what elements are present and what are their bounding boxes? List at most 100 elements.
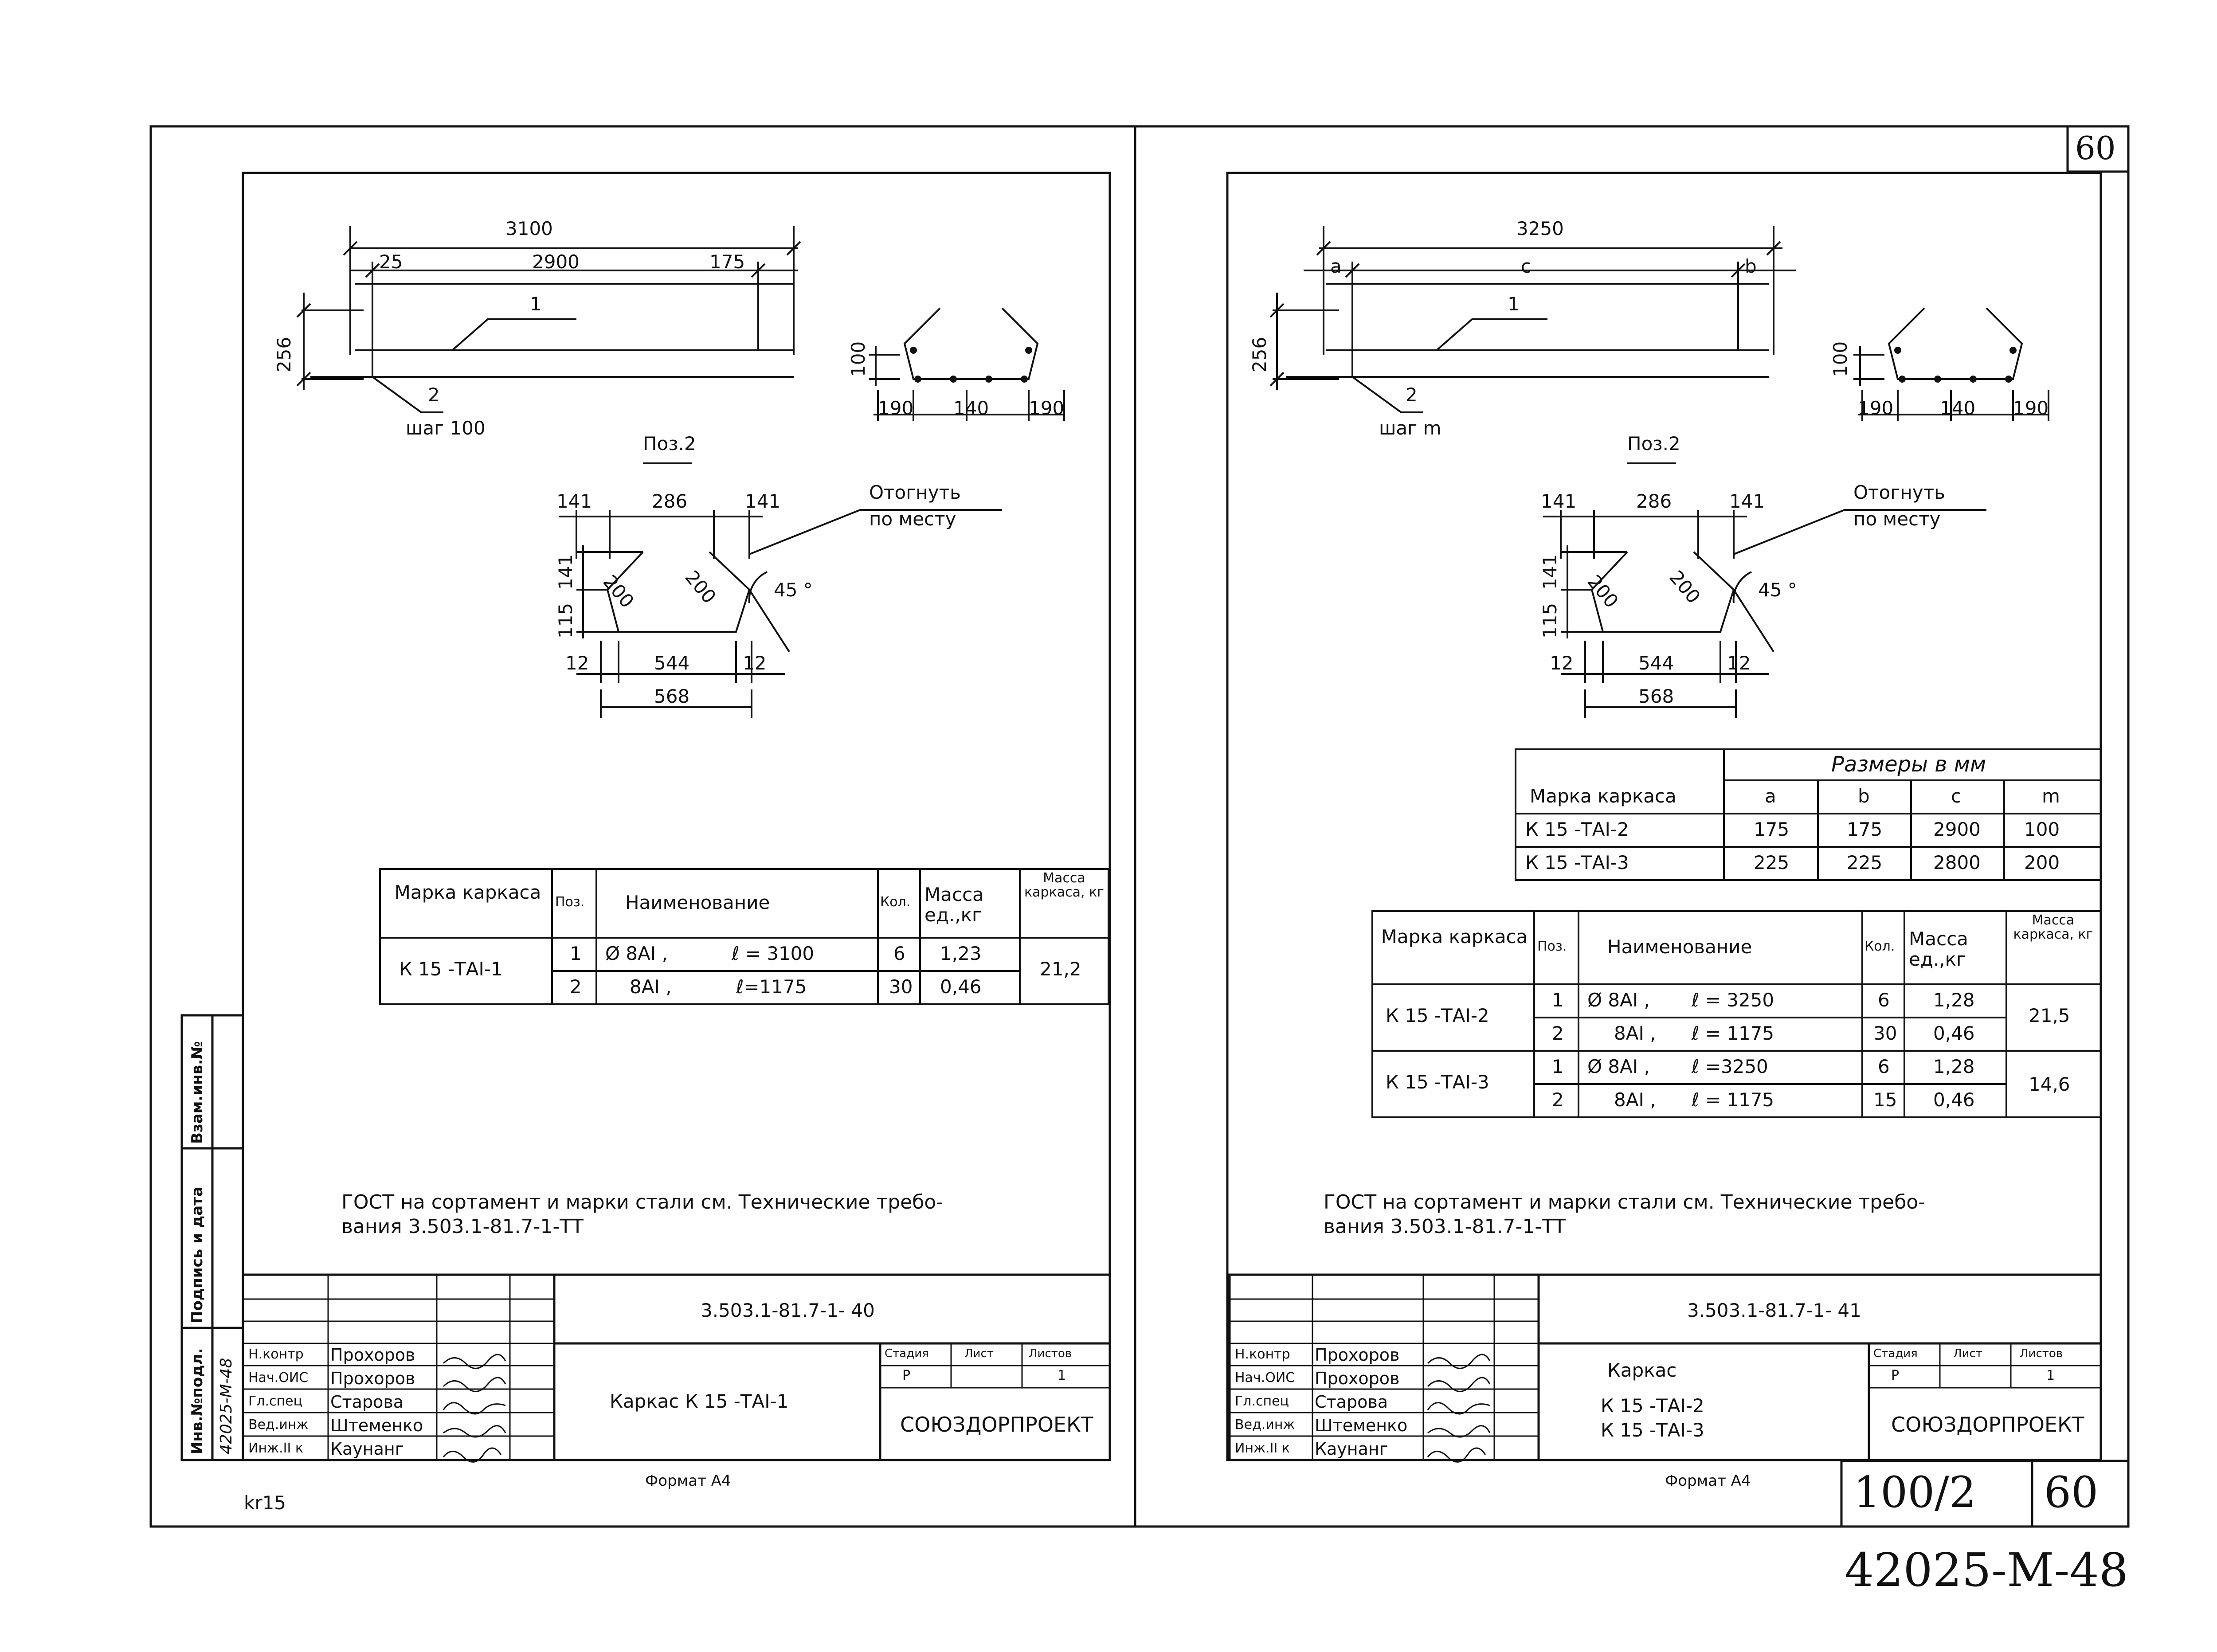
right-poz2-v1: 141	[1539, 554, 1561, 590]
right-spec-h-mark: Марка каркаса	[1381, 926, 1528, 947]
left-tb-name-5: Каунанг	[330, 1439, 404, 1459]
left-spec-h-name: Наименование	[625, 892, 770, 913]
side-inv-podl-label: Инв.№подл.	[188, 1348, 206, 1454]
right-tb-sheets-label: Листов	[2020, 1347, 2063, 1360]
archive-code: 42025-M-48	[1845, 1543, 2128, 1597]
right-spec-g1-r1-len: ℓ = 3250	[1692, 989, 1774, 1011]
right-sizes-r1-c: 2900	[1933, 818, 1981, 840]
left-spec-r2-pos: 2	[570, 976, 582, 998]
right-spec-g2-r2-qty: 15	[1873, 1089, 1897, 1111]
left-poz2-t2: 286	[652, 490, 688, 512]
side-inv-podl-value: 42025-M-48	[217, 1358, 235, 1454]
right-spec-g1-r2-pos: 2	[1552, 1022, 1564, 1044]
right-tb-name-1: Прохоров	[1315, 1345, 1400, 1365]
right-spec-g1-r1-qty: 6	[1878, 989, 1890, 1011]
right-spec-g2-r1-len: ℓ =3250	[1692, 1056, 1768, 1077]
right-spec-g2-r1-pos: 1	[1552, 1056, 1564, 1077]
right-spec-g2-r2-pos: 2	[1552, 1089, 1564, 1111]
left-tb-name-2: Прохоров	[330, 1369, 415, 1388]
format-label-right: Формат А4	[1665, 1472, 1751, 1490]
side-podpis-label: Подпись и дата	[188, 1186, 206, 1323]
right-poz2-note2: по месту	[1853, 508, 1941, 530]
right-poz2-b2: 544	[1638, 652, 1674, 674]
right-tb-stage: Р	[1891, 1368, 1900, 1383]
left-poz2-b1: 12	[565, 652, 589, 674]
right-spec-h-total: Масса каркаса, кг	[2013, 912, 2093, 942]
right-spec-g1-total: 21,5	[2029, 1005, 2070, 1026]
left-spec-h-mass: Масса ед.,кг	[924, 884, 984, 926]
right-tb-name-4: Штеменко	[1315, 1416, 1408, 1435]
right-sizes-col-m: m	[2042, 785, 2060, 807]
left-cross-d2: 140	[953, 397, 989, 419]
right-tb-role-4: Вед.инж	[1235, 1417, 1295, 1433]
right-spec-h-qty: Кол.	[1864, 939, 1895, 954]
right-gost-line2: вания 3.503.1-81.7-1-ТТ	[1324, 1215, 1566, 1238]
right-tb-role-1: Н.контр	[1235, 1347, 1290, 1362]
right-sizes-caption: Размеры в мм	[1831, 752, 1986, 777]
left-tb-org: СОЮЗДОРПРОЕКТ	[900, 1413, 1093, 1437]
right-tb-title-2: К 15 -ТАI-2	[1601, 1395, 1704, 1417]
right-sizes-col-a: a	[1765, 785, 1776, 807]
sheet-ref-number: 60	[2044, 1468, 2099, 1517]
right-pos2: 2	[1406, 384, 1418, 406]
left-tb-sheet-label: Лист	[964, 1347, 994, 1360]
right-tb-title-3: К 15 -ТАI-3	[1601, 1419, 1704, 1441]
right-tb-name-5: Каунанг	[1315, 1439, 1388, 1459]
left-spec-r2-qty: 30	[889, 976, 913, 998]
left-cross-d3: 190	[1029, 397, 1065, 419]
right-sizes-r2-b: 225	[1847, 852, 1883, 873]
left-tb-role-2: Нач.ОИС	[248, 1370, 309, 1386]
right-cross-h: 100	[1829, 341, 1851, 377]
right-spec-g2-r1-name: Ø 8АI ,	[1587, 1056, 1650, 1077]
right-dim-total: 3250	[1516, 218, 1564, 239]
right-spec-h-name: Наименование	[1607, 936, 1752, 958]
right-cross-d3: 190	[2013, 397, 2049, 419]
right-spec-h-mass: Масса ед.,кг	[1909, 928, 1968, 971]
left-poz2-v1: 141	[555, 554, 576, 590]
right-spec-g2-r1-qty: 6	[1878, 1056, 1890, 1077]
right-cross-d2: 140	[1940, 397, 1976, 419]
right-sizes-r1-b: 175	[1847, 818, 1883, 840]
left-tb-role-1: Н.контр	[248, 1347, 304, 1362]
right-poz2-t2: 286	[1636, 490, 1672, 512]
right-tb-stage-label: Стадия	[1873, 1347, 1918, 1360]
left-cross-d1: 190	[878, 397, 914, 419]
left-spec-h-pos: Поз.	[555, 894, 585, 910]
left-spec-mark: К 15 -ТАI-1	[399, 958, 503, 980]
right-dim-b: b	[1745, 255, 1757, 277]
left-spec-r2-len: ℓ=1175	[736, 976, 807, 998]
left-step: шаг 100	[406, 417, 486, 439]
left-tb-role-5: Инж.II к	[248, 1441, 303, 1456]
left-spec-total: 21,2	[1040, 958, 1081, 980]
right-poz2-total: 568	[1638, 685, 1674, 707]
right-sizes-col-b: b	[1858, 785, 1870, 807]
right-tb-role-3: Гл.спец	[1235, 1394, 1289, 1409]
side-vzam-label: Взам.инв.№	[188, 1041, 206, 1144]
left-spec-r1-qty: 6	[893, 943, 905, 964]
left-poz2-total: 568	[654, 685, 690, 707]
right-dim-a: a	[1330, 255, 1342, 277]
left-poz2-note1: Отогнуть	[869, 482, 961, 503]
right-spec-g2-mark: К 15 -ТАI-3	[1386, 1071, 1489, 1093]
right-dim-c: c	[1521, 255, 1532, 277]
right-spec-g2-r2-mass: 0,46	[1933, 1089, 1975, 1111]
left-spec-h-qty: Кол.	[880, 894, 911, 910]
right-poz2-t1: 141	[1541, 490, 1577, 512]
right-spec-g2-r1-mass: 1,28	[1933, 1056, 1975, 1077]
left-gost-line2: вания 3.503.1-81.7-1-ТТ	[341, 1215, 584, 1238]
left-spec-h-mark: Марка каркаса	[394, 881, 541, 903]
left-tb-role-3: Гл.спец	[248, 1394, 302, 1409]
right-sizes-r2-a: 225	[1754, 852, 1790, 873]
left-dim-a: 25	[379, 251, 403, 273]
right-poz2-b3: 12	[1727, 652, 1751, 674]
right-sizes-r1-m: 100	[2024, 818, 2060, 840]
left-spec-r1-pos: 1	[570, 943, 582, 964]
right-sizes-mark-label: Марка каркаса	[1530, 785, 1676, 807]
right-sizes-r2-mark: К 15 -ТАI-3	[1525, 852, 1629, 873]
left-spec-r2-name: 8АI ,	[630, 976, 672, 998]
right-tb-code: 3.503.1-81.7-1- 41	[1687, 1300, 1861, 1321]
left-poz2-angle: 45 °	[774, 579, 813, 601]
right-spec-h-pos: Поз.	[1537, 939, 1567, 954]
right-tb-org: СОЮЗДОРПРОЕКТ	[1891, 1413, 2084, 1437]
